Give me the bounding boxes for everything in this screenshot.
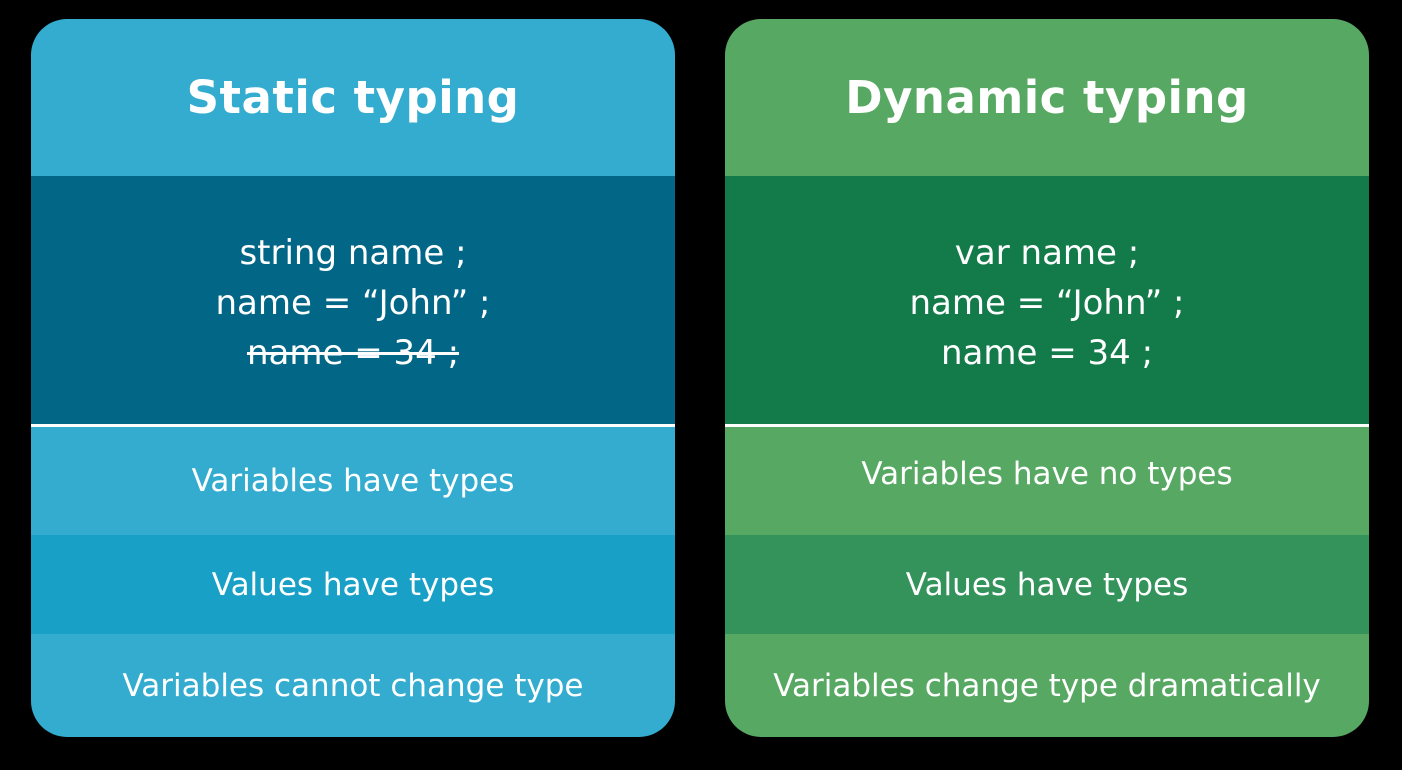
dynamic-row-values: Values have types	[725, 535, 1369, 634]
dynamic-code-line-2: name = “John” ;	[909, 283, 1185, 323]
dynamic-code-line-3: name = 34 ;	[940, 333, 1154, 373]
dynamic-code-block: var name ; name = “John” ; name = 34 ;	[725, 176, 1369, 426]
static-row-change: Variables cannot change type	[31, 634, 675, 737]
static-code-line-3-struck: name = 34 ;	[246, 333, 460, 373]
static-typing-card: Static typing string name ; name = “John…	[31, 19, 675, 737]
dynamic-code-line-1: var name ;	[954, 233, 1140, 273]
static-title: Static typing	[31, 19, 675, 176]
dynamic-row-variables: Variables have no types	[725, 427, 1369, 535]
static-code-line-1: string name ;	[239, 233, 467, 273]
static-divider	[31, 424, 675, 427]
static-code-block: string name ; name = “John” ; name = 34 …	[31, 176, 675, 426]
dynamic-row-change: Variables change type dramatically	[725, 634, 1369, 737]
static-row-values: Values have types	[31, 535, 675, 634]
static-row-variables: Variables have types	[31, 427, 675, 535]
dynamic-title: Dynamic typing	[725, 19, 1369, 176]
dynamic-typing-card: Dynamic typing var name ; name = “John” …	[725, 19, 1369, 737]
dynamic-divider	[725, 424, 1369, 427]
static-code-line-2: name = “John” ;	[215, 283, 491, 323]
